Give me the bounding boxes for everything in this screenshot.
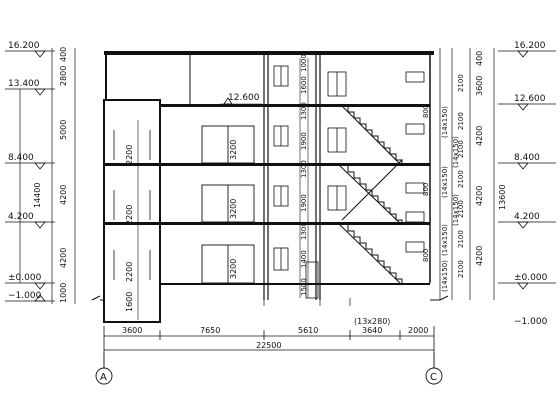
left-level-markers: 16.200 13.400 8.400 4.200 ±0.000 −1.000 xyxy=(8,41,42,301)
middle-doors xyxy=(201,125,255,284)
bottom-dim-7650: 7650 xyxy=(200,326,220,335)
level-right-8400: 8.400 xyxy=(514,153,540,163)
floor-slab-8400 xyxy=(104,163,430,166)
dim-left-total: 14400 xyxy=(33,183,42,208)
level-left-4200: 4.200 xyxy=(8,212,34,222)
bottom-dim-3600: 3600 xyxy=(122,326,142,335)
dim-left-4200b: 4200 xyxy=(59,248,68,268)
dim-right-3600: 3600 xyxy=(475,76,484,96)
axis-bubble-a xyxy=(95,367,113,385)
level-left-13400: 13.400 xyxy=(8,79,40,89)
middle-door-dims: 3200 3200 3200 xyxy=(229,140,238,279)
col-dim-0: 1000 xyxy=(300,54,308,72)
level-left-8400: 8.400 xyxy=(8,153,34,163)
stair-label-0: (14x150) xyxy=(441,106,449,138)
axis-label-c: C xyxy=(430,372,437,383)
col-dim-3: 1900 xyxy=(300,132,308,150)
stair-label-3: (14x150) xyxy=(452,194,460,226)
dim-right-in-4: 2100 xyxy=(457,200,465,218)
axis-label-a: A xyxy=(100,372,107,383)
bottom-column-ticks xyxy=(263,298,351,306)
dim-right-4200c: 4200 xyxy=(475,246,484,266)
column-dims: 1000 1600 1300 1900 1300 1900 1300 1400 … xyxy=(300,54,308,296)
level-right-16200: 16.200 xyxy=(514,41,546,51)
building-outline xyxy=(91,51,449,323)
stair-label-4: (14x150) xyxy=(441,224,449,256)
stair-landings xyxy=(405,71,425,253)
roof-slab xyxy=(104,51,434,55)
dim-left-2800: 2800 xyxy=(59,66,68,86)
dim-left-5000: 5000 xyxy=(59,120,68,140)
dim-left-1000: 1000 xyxy=(59,283,68,303)
level-left-16200: 16.200 xyxy=(8,41,40,51)
dim-right-in-6: 2100 xyxy=(457,260,465,278)
core-window-dims: 2200 2200 2200 1600 xyxy=(125,145,134,312)
col-dim-8: 1500 xyxy=(300,278,308,296)
dim-right-400: 400 xyxy=(475,51,484,66)
stair-label-2: (14x150) xyxy=(441,166,449,198)
core-dim-1600: 1600 xyxy=(125,292,134,312)
col-dim-2: 1300 xyxy=(300,102,308,120)
right-dim-texts: 400 3600 4200 4200 4200 13600 2100 2100 … xyxy=(441,51,507,292)
dim-right-in-2: 2100 xyxy=(457,140,465,158)
level-left-0: ±0.000 xyxy=(8,273,42,283)
stair-vertical-dims: 800 800 800 xyxy=(422,105,430,262)
left-level-lines xyxy=(5,50,55,302)
stair-label-5: (14x150) xyxy=(441,260,449,292)
door-dim-1: 3200 xyxy=(229,199,238,219)
level-left-neg1: −1.000 xyxy=(8,291,42,301)
column-dim-lines xyxy=(299,58,309,298)
level-right-neg1: −1.000 xyxy=(514,317,548,327)
col-dim-1: 1600 xyxy=(300,76,308,94)
core-windows xyxy=(113,130,151,280)
inner-level-label: 12.600 xyxy=(228,93,260,103)
bottom-note-13x280: (13x280) xyxy=(354,317,390,326)
stair-label-1: (14x150) xyxy=(452,136,460,168)
col-dim-4: 1300 xyxy=(300,160,308,178)
stair-vdim-0: 800 xyxy=(422,105,430,118)
core-dim-0: 2200 xyxy=(125,145,134,165)
axis-bubble-c xyxy=(425,367,443,385)
floor-slab-4200 xyxy=(104,222,430,225)
bottom-dim-3640: 3640 xyxy=(362,326,382,335)
floor-slab-0 xyxy=(160,283,430,285)
col-dim-6: 1300 xyxy=(300,222,308,240)
dim-right-in-3: 2100 xyxy=(457,170,465,188)
core-dim-1: 2200 xyxy=(125,205,134,225)
dim-right-in-5: 2100 xyxy=(457,230,465,248)
bottom-dim-total: 22500 xyxy=(256,341,281,350)
stair-vdim-1: 800 xyxy=(422,183,430,196)
col-dim-5: 1900 xyxy=(300,194,308,212)
dim-left-400: 400 xyxy=(59,47,68,62)
left-dim-chain xyxy=(19,48,76,304)
level-right-12600: 12.600 xyxy=(514,94,546,104)
core-dim-2: 2200 xyxy=(125,262,134,282)
left-dim-texts: 400 2800 5000 4200 4200 1000 14400 xyxy=(33,47,68,303)
dim-right-in-1: 2100 xyxy=(457,112,465,130)
right-level-markers: 16.200 12.600 8.400 4.200 ±0.000 −1.000 xyxy=(514,41,548,327)
bottom-dim-5610: 5610 xyxy=(298,326,318,335)
dim-right-in-0: 2100 xyxy=(457,74,465,92)
dim-right-4200a: 4200 xyxy=(475,126,484,146)
column-windows xyxy=(273,65,347,299)
door-dim-0: 3200 xyxy=(229,140,238,160)
axis-bubbles: A C xyxy=(95,352,443,385)
right-level-lines xyxy=(498,50,556,290)
bottom-dim-2000: 2000 xyxy=(408,326,428,335)
dim-right-4200b: 4200 xyxy=(475,186,484,206)
stair-flights xyxy=(339,103,403,286)
bottom-dim-texts: 3600 7650 5610 (13x280) 3640 2000 22500 xyxy=(122,317,428,350)
dim-left-4200a: 4200 xyxy=(59,185,68,205)
level-right-0: ±0.000 xyxy=(514,273,548,283)
door-dim-2: 3200 xyxy=(229,259,238,279)
col-dim-7: 1400 xyxy=(300,250,308,268)
level-right-4200: 4.200 xyxy=(514,212,540,222)
dim-right-total: 13600 xyxy=(498,185,507,210)
stair-vdim-2: 800 xyxy=(422,249,430,262)
right-dim-chain xyxy=(439,48,495,300)
